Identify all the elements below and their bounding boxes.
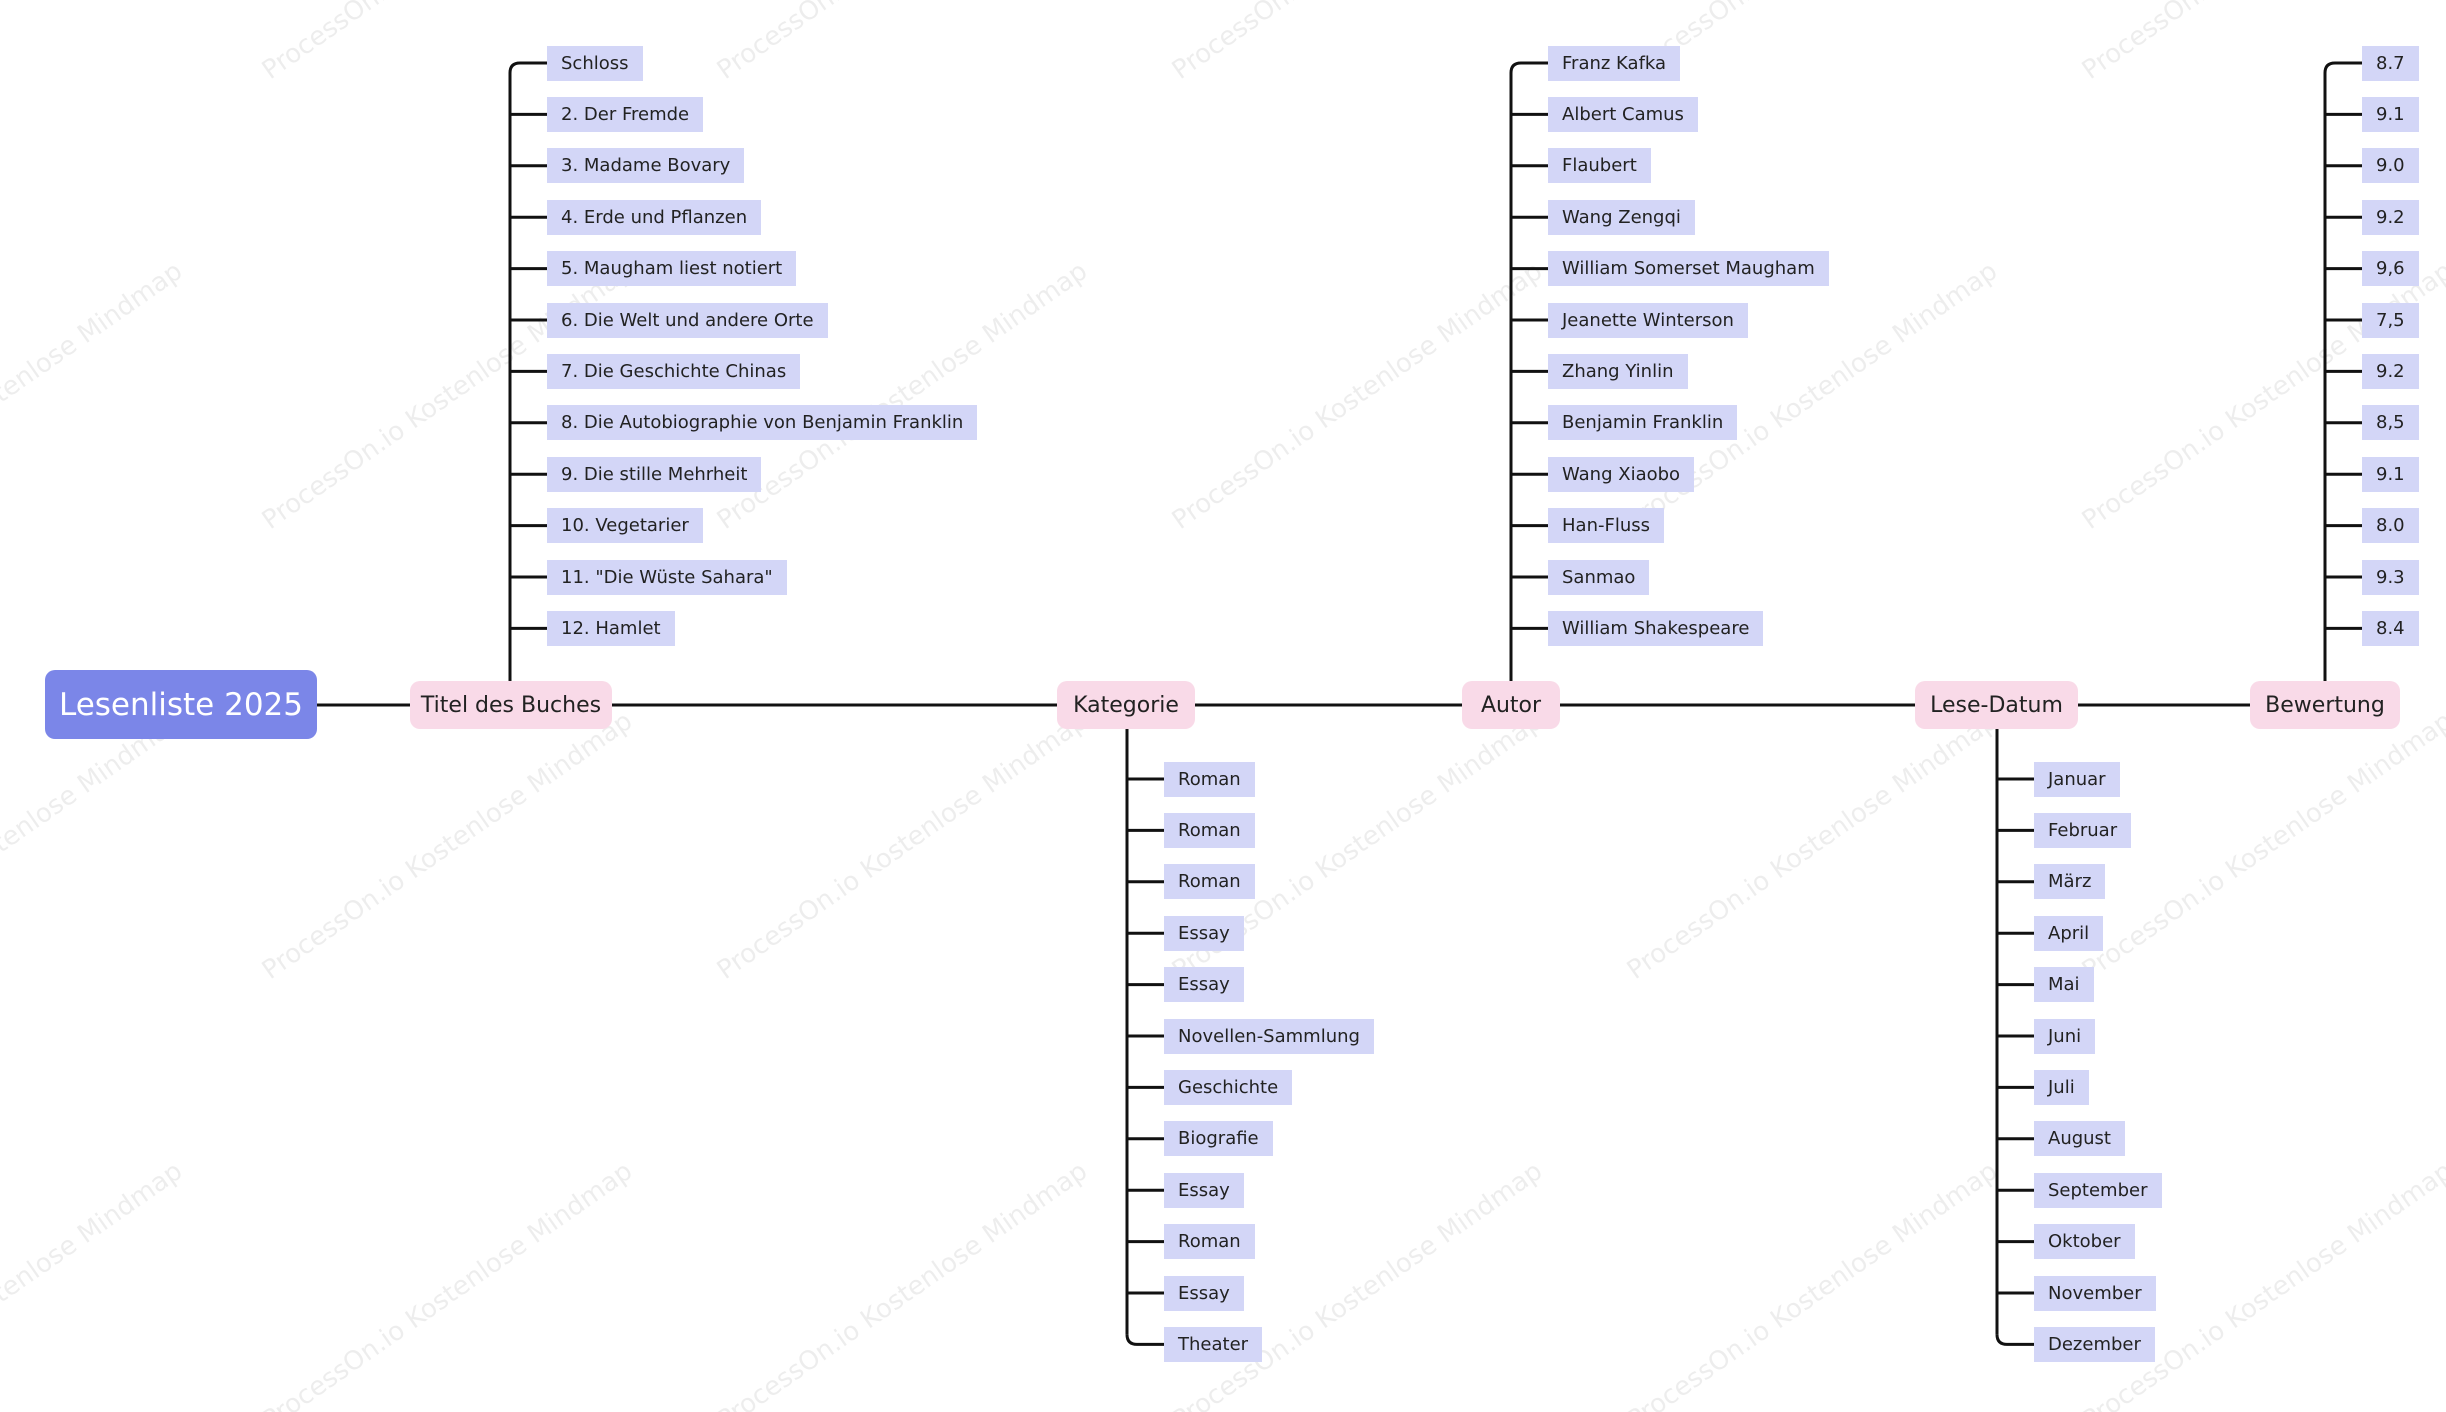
- branch-bewertung[interactable]: Bewertung: [2250, 681, 2400, 729]
- leaf-datum[interactable]: Februar: [2034, 812, 2132, 848]
- branch-kategorie[interactable]: Kategorie: [1057, 681, 1195, 729]
- leaf-titel[interactable]: 3. Madame Bovary: [547, 148, 745, 184]
- leaf-autor[interactable]: William Shakespeare: [1548, 610, 1764, 646]
- leaf-titel[interactable]: 5. Maugham liest notiert: [547, 251, 797, 287]
- leaf-autor[interactable]: Wang Zengqi: [1548, 199, 1695, 235]
- leaf-datum[interactable]: Juni: [2034, 1018, 2096, 1054]
- leaf-titel[interactable]: 7. Die Geschichte Chinas: [547, 353, 801, 389]
- connector-curve: [2323, 61, 2362, 74]
- leaf-titel[interactable]: 6. Die Welt und andere Orte: [547, 302, 828, 338]
- leaf-kategorie[interactable]: Essay: [1164, 1172, 1244, 1208]
- leaf-autor[interactable]: Han-Fluss: [1548, 508, 1664, 544]
- leaf-bewertung[interactable]: 9.1: [2362, 456, 2419, 492]
- connector-curve: [1995, 1334, 2034, 1346]
- leaf-titel[interactable]: 12. Hamlet: [547, 610, 675, 646]
- branch-lese-datum[interactable]: Lese-Datum: [1915, 681, 2078, 729]
- branch-titel-des-buches[interactable]: Titel des Buches: [410, 681, 612, 729]
- leaf-titel[interactable]: 11. "Die Wüste Sahara": [547, 559, 787, 595]
- leaf-kategorie[interactable]: Essay: [1164, 967, 1244, 1003]
- leaf-bewertung[interactable]: 9.3: [2362, 559, 2419, 595]
- leaf-autor[interactable]: Franz Kafka: [1548, 45, 1681, 81]
- connector-curve: [1125, 1334, 1164, 1346]
- leaf-autor[interactable]: Zhang Yinlin: [1548, 353, 1688, 389]
- leaf-bewertung[interactable]: 8.0: [2362, 508, 2419, 544]
- leaf-datum[interactable]: Juli: [2034, 1069, 2089, 1105]
- leaf-bewertung[interactable]: 9.1: [2362, 96, 2419, 132]
- connector-curve: [508, 61, 547, 74]
- connector-curve: [1509, 61, 1548, 74]
- leaf-datum[interactable]: September: [2034, 1172, 2162, 1208]
- leaf-datum[interactable]: März: [2034, 864, 2106, 900]
- leaf-kategorie[interactable]: Theater: [1164, 1326, 1263, 1362]
- leaf-autor[interactable]: Flaubert: [1548, 148, 1651, 184]
- branch-autor[interactable]: Autor: [1462, 681, 1560, 729]
- leaf-kategorie[interactable]: Roman: [1164, 864, 1255, 900]
- leaf-datum[interactable]: Januar: [2034, 761, 2120, 797]
- leaf-bewertung[interactable]: 8,5: [2362, 405, 2419, 441]
- leaf-datum[interactable]: Mai: [2034, 967, 2094, 1003]
- leaf-autor[interactable]: Jeanette Winterson: [1548, 302, 1748, 338]
- leaf-kategorie[interactable]: Roman: [1164, 761, 1255, 797]
- leaf-titel[interactable]: Schloss: [547, 45, 643, 81]
- leaf-titel[interactable]: 4. Erde und Pflanzen: [547, 199, 762, 235]
- leaf-kategorie[interactable]: Biografie: [1164, 1121, 1273, 1157]
- leaf-autor[interactable]: Benjamin Franklin: [1548, 405, 1738, 441]
- leaf-titel[interactable]: 10. Vegetarier: [547, 508, 703, 544]
- leaf-kategorie[interactable]: Geschichte: [1164, 1069, 1293, 1105]
- root-node[interactable]: Lesenliste 2025: [45, 670, 317, 739]
- leaf-autor[interactable]: William Somerset Maugham: [1548, 251, 1829, 287]
- leaf-titel[interactable]: 9. Die stille Mehrheit: [547, 456, 762, 492]
- leaf-bewertung[interactable]: 9,6: [2362, 251, 2419, 287]
- leaf-kategorie[interactable]: Novellen-Sammlung: [1164, 1018, 1374, 1054]
- leaf-kategorie[interactable]: Roman: [1164, 812, 1255, 848]
- leaf-datum[interactable]: November: [2034, 1275, 2156, 1311]
- leaf-autor[interactable]: Wang Xiaobo: [1548, 456, 1695, 492]
- leaf-autor[interactable]: Albert Camus: [1548, 96, 1698, 132]
- leaf-datum[interactable]: April: [2034, 915, 2104, 951]
- leaf-datum[interactable]: Oktober: [2034, 1224, 2135, 1260]
- leaf-titel[interactable]: 8. Die Autobiographie von Benjamin Frank…: [547, 405, 978, 441]
- leaf-bewertung[interactable]: 8.4: [2362, 610, 2419, 646]
- leaf-kategorie[interactable]: Essay: [1164, 915, 1244, 951]
- leaf-bewertung[interactable]: 9.2: [2362, 199, 2419, 235]
- leaf-bewertung[interactable]: 8.7: [2362, 45, 2419, 81]
- leaf-bewertung[interactable]: 9.2: [2362, 353, 2419, 389]
- leaf-autor[interactable]: Sanmao: [1548, 559, 1650, 595]
- leaf-kategorie[interactable]: Roman: [1164, 1224, 1255, 1260]
- leaf-kategorie[interactable]: Essay: [1164, 1275, 1244, 1311]
- leaf-bewertung[interactable]: 9.0: [2362, 148, 2419, 184]
- leaf-titel[interactable]: 2. Der Fremde: [547, 96, 704, 132]
- leaf-bewertung[interactable]: 7,5: [2362, 302, 2419, 338]
- leaf-datum[interactable]: Dezember: [2034, 1326, 2155, 1362]
- leaf-datum[interactable]: August: [2034, 1121, 2125, 1157]
